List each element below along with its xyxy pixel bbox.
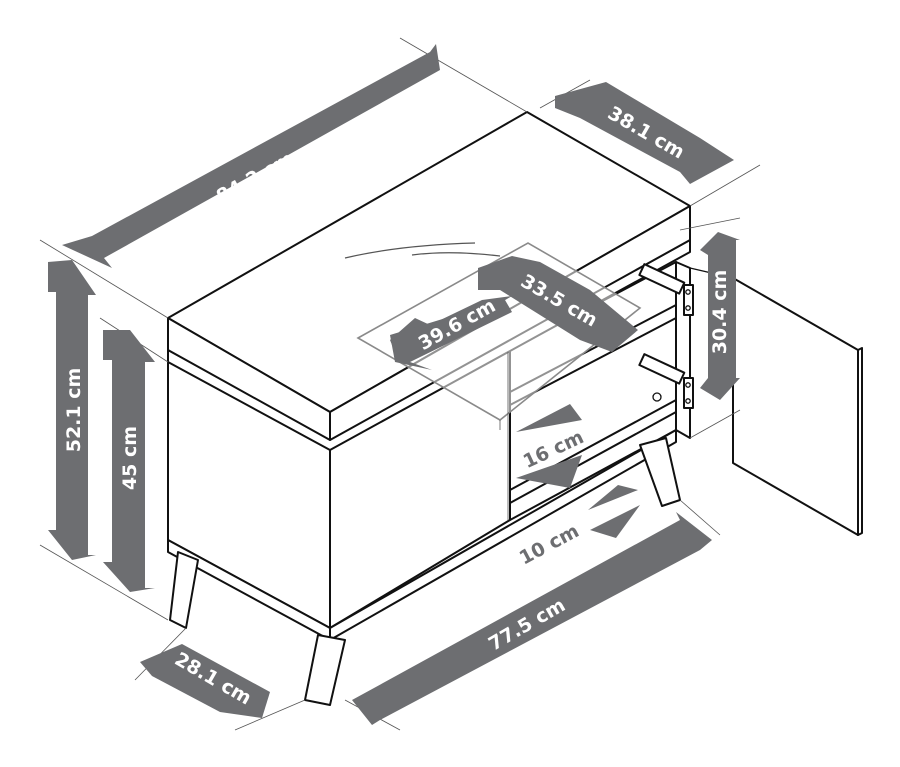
- leg-front-center: [304, 634, 346, 706]
- dim-door-height: 30.4 cm: [700, 232, 740, 400]
- door-edge: [857, 347, 863, 536]
- open-door: [689, 267, 863, 536]
- extension-lines: [39, 37, 761, 731]
- svg-text:45 cm: 45 cm: [119, 426, 141, 490]
- bench-body: [167, 239, 691, 641]
- hinge-bottom: [638, 353, 694, 409]
- svg-text:52.1 cm: 52.1 cm: [63, 368, 85, 453]
- base-rail-front: [329, 429, 677, 641]
- dim-seat-height: 45 cm: [103, 330, 155, 592]
- leg-front-left: [169, 551, 199, 629]
- dim-total-height: 52.1 cm: [48, 260, 96, 560]
- dim-leg-span-depth: 28.1 cm: [140, 644, 270, 718]
- svg-text:30.4 cm: 30.4 cm: [709, 270, 731, 355]
- hinge-top: [638, 263, 694, 316]
- leg-back-right: [639, 437, 681, 507]
- door-panel: [732, 277, 859, 536]
